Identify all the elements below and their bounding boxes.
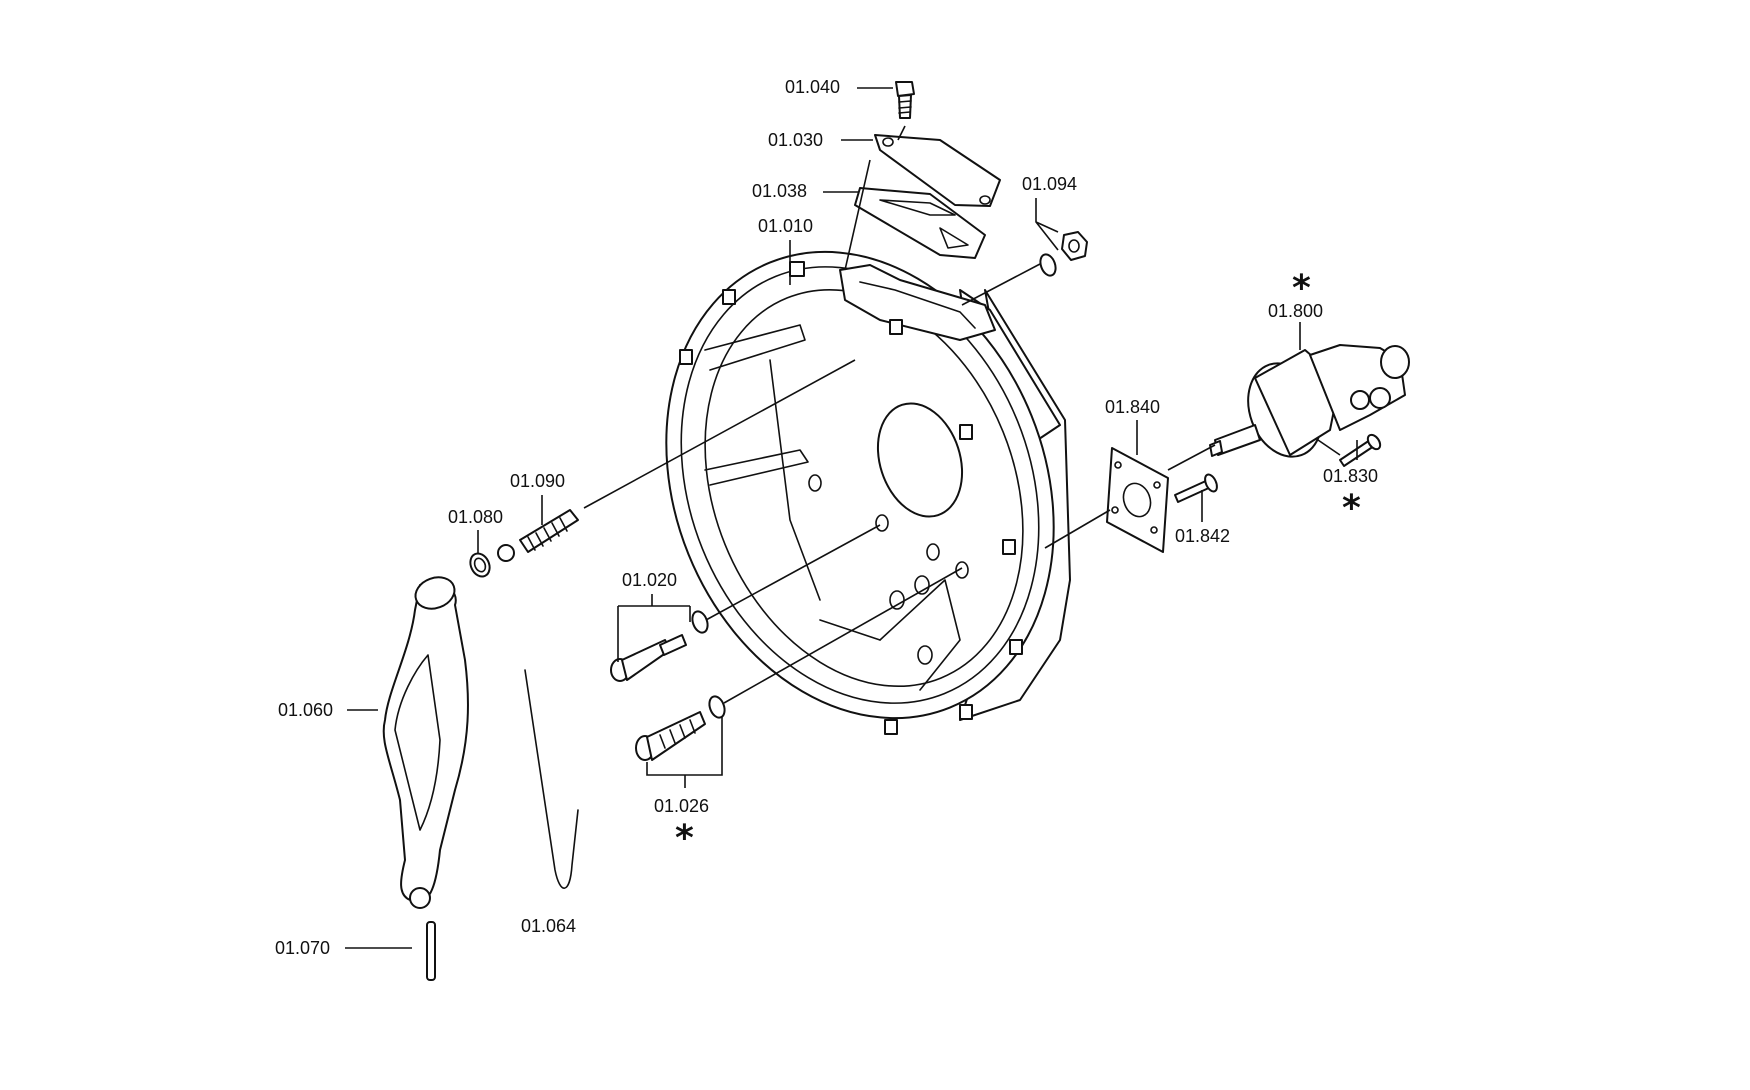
callout-01-064: 01.064 xyxy=(521,916,576,936)
asterisk-01-830: * xyxy=(1342,488,1361,529)
callout-01-040: 01.040 xyxy=(785,77,893,97)
assembly-lines xyxy=(583,125,1341,704)
label-01-026: 01.026 xyxy=(654,796,709,816)
callout-01-070: 01.070 xyxy=(275,938,412,958)
release-fork-01-060 xyxy=(382,576,469,909)
callout-01-020: 01.020 xyxy=(617,570,691,662)
label-01-840: 01.840 xyxy=(1105,397,1160,417)
label-01-842: 01.842 xyxy=(1175,526,1230,546)
slave-cylinder-01-800 xyxy=(1209,344,1410,458)
cover-plate-01-030 xyxy=(874,134,1001,207)
label-01-080: 01.080 xyxy=(448,507,503,527)
callout-01-060: 01.060 xyxy=(278,700,378,720)
asterisk-01-800: * xyxy=(1292,268,1311,309)
asterisk-01-026: * xyxy=(675,818,694,859)
label-01-800: 01.800 xyxy=(1268,301,1323,321)
label-01-090: 01.090 xyxy=(510,471,565,491)
callout-01-090: 01.090 xyxy=(510,471,565,525)
label-01-040: 01.040 xyxy=(785,77,840,97)
label-01-020: 01.020 xyxy=(622,570,677,590)
adapter-plate-01-840 xyxy=(1106,447,1169,553)
spring-clip-01-064 xyxy=(524,669,579,889)
label-01-010: 01.010 xyxy=(758,216,813,236)
callout-01-840: 01.840 xyxy=(1105,397,1160,455)
spring-01-090 xyxy=(497,509,579,562)
callout-01-026: 01.026 * xyxy=(646,716,723,859)
label-01-830: 01.830 xyxy=(1323,466,1378,486)
washer-nut-01-094 xyxy=(1039,231,1088,277)
pin-01-070 xyxy=(426,921,436,981)
label-01-094: 01.094 xyxy=(1022,174,1077,194)
callout-01-830: 01.830 * xyxy=(1323,440,1378,529)
bolt-01-026 xyxy=(635,695,726,761)
bolt-01-040 xyxy=(895,81,915,119)
clutch-housing xyxy=(665,250,1071,735)
callout-01-030: 01.030 xyxy=(768,130,873,150)
screw-01-842 xyxy=(1174,473,1218,503)
label-01-038: 01.038 xyxy=(752,181,807,201)
callout-01-010: 01.010 xyxy=(758,216,813,285)
label-01-030: 01.030 xyxy=(768,130,823,150)
ring-01-080 xyxy=(469,552,491,578)
callout-01-094: 01.094 xyxy=(1022,174,1077,251)
callout-01-800: * 01.800 xyxy=(1268,268,1323,350)
callout-01-080: 01.080 xyxy=(448,507,503,553)
label-01-064: 01.064 xyxy=(521,916,576,936)
gasket-01-038 xyxy=(854,187,986,259)
callout-01-842: 01.842 xyxy=(1175,490,1230,546)
label-01-070: 01.070 xyxy=(275,938,330,958)
callout-01-038: 01.038 xyxy=(752,181,858,201)
bolt-01-020 xyxy=(610,610,709,682)
screw-01-830 xyxy=(1339,433,1382,467)
label-01-060: 01.060 xyxy=(278,700,333,720)
